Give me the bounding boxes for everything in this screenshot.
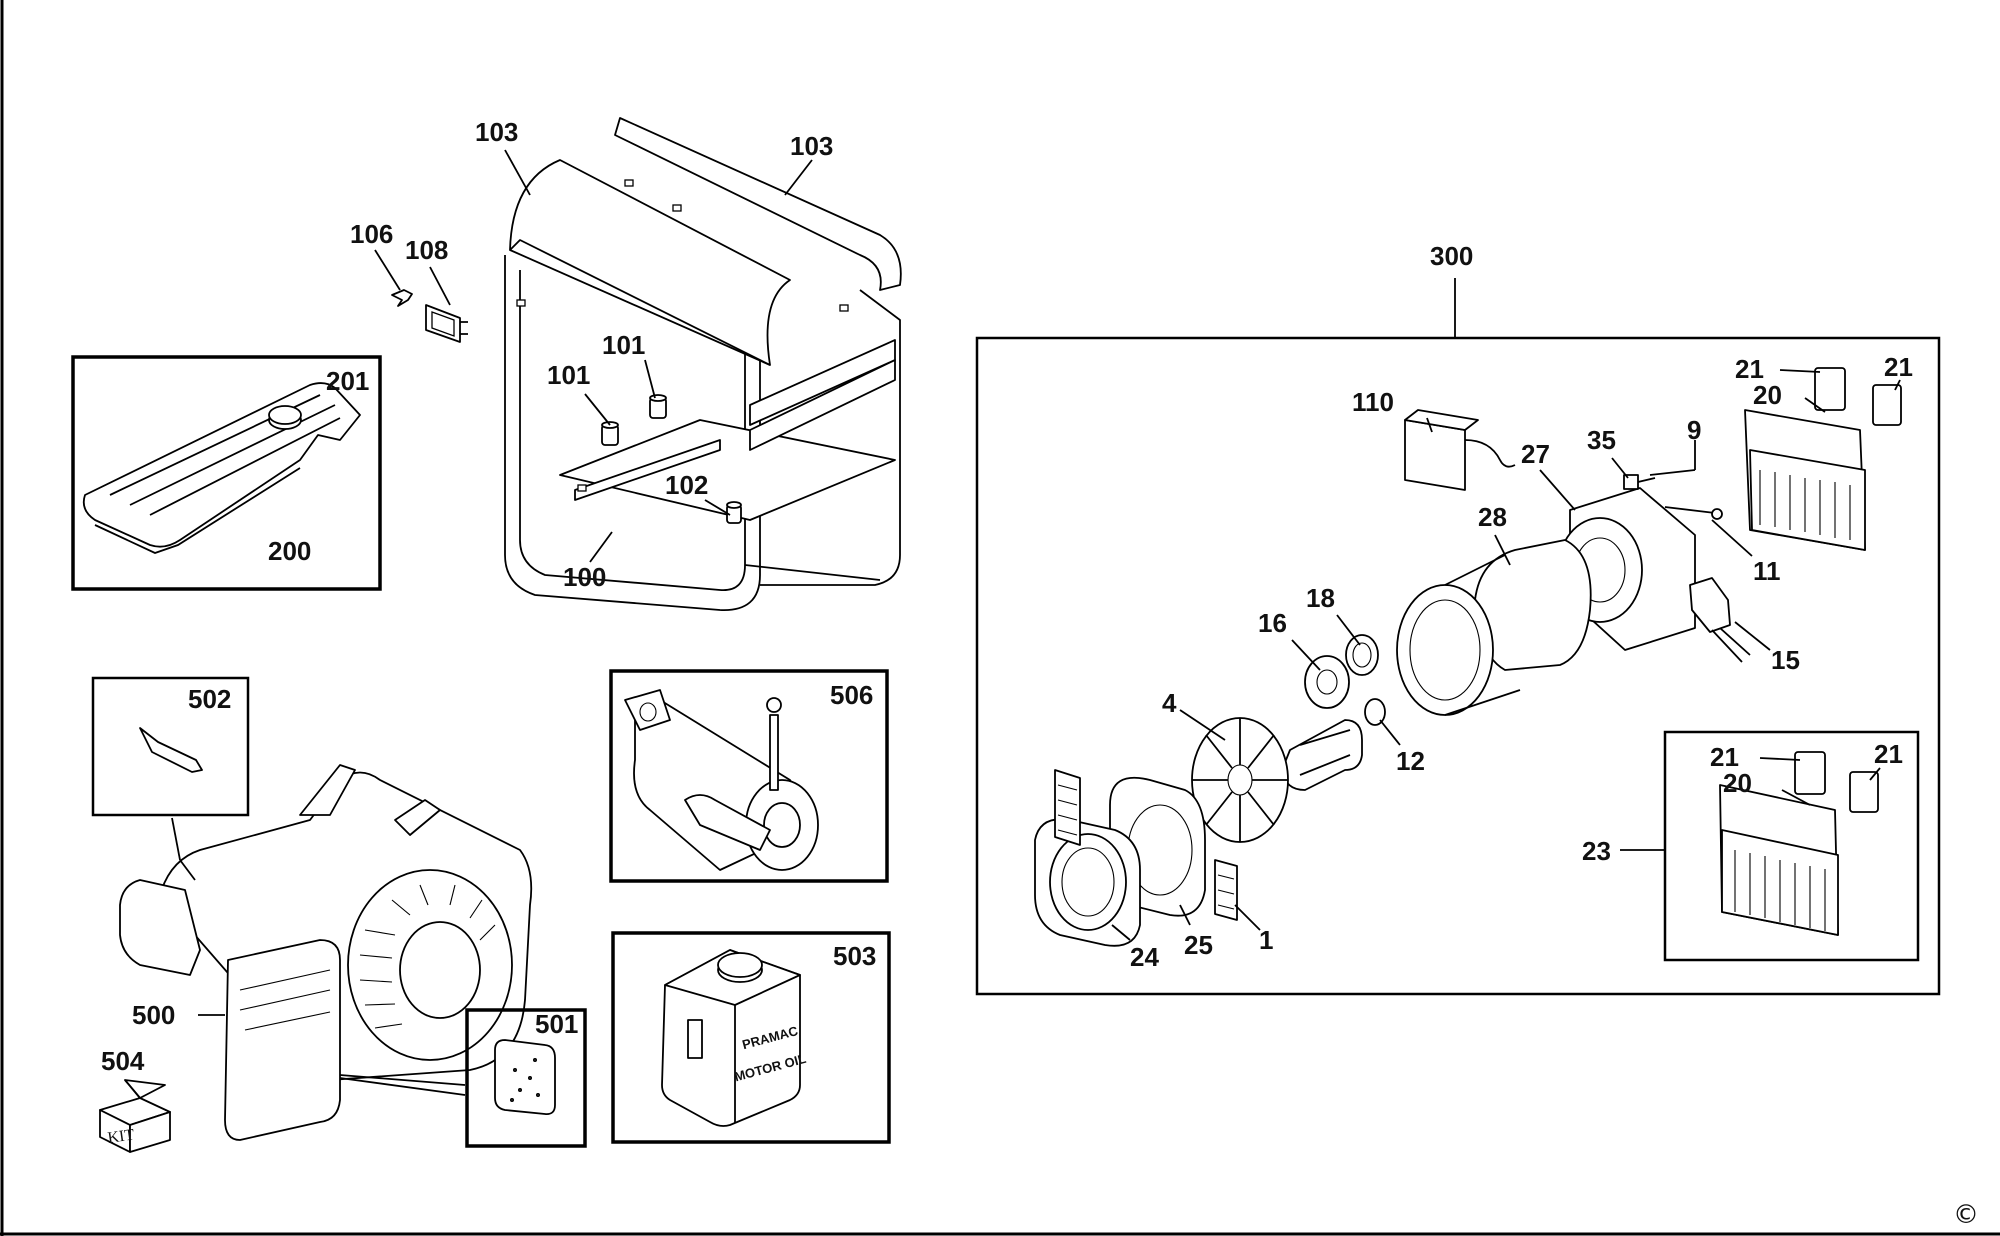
copyright-mark: © [1953, 1200, 1979, 1230]
switch-parts [391, 289, 468, 343]
control-panel-top [1744, 367, 1902, 551]
label-200: 200 [268, 536, 311, 566]
label-103-right: 103 [790, 131, 833, 161]
label-101-left: 101 [547, 360, 590, 390]
air-filter-panel [465, 1008, 587, 1148]
kit-box: KIT [99, 1079, 171, 1153]
label-108: 108 [405, 235, 448, 265]
spark-plug-panel [91, 676, 250, 817]
fuel-tank-panel [71, 355, 382, 591]
label-25: 25 [1184, 930, 1213, 960]
label-9: 9 [1687, 415, 1701, 445]
label-100: 100 [563, 562, 606, 592]
oil-can-panel: PRAMAC MOTOR OIL [611, 931, 891, 1144]
label-20-bottom: 20 [1723, 768, 1752, 798]
frame-assembly [504, 117, 902, 611]
label-11: 11 [1753, 556, 1781, 586]
label-106: 106 [350, 219, 393, 249]
label-21-top-right: 21 [1884, 352, 1913, 382]
label-503: 503 [833, 941, 876, 971]
label-300: 300 [1430, 241, 1473, 271]
label-20-top: 20 [1753, 380, 1782, 410]
label-500: 500 [132, 1000, 175, 1030]
label-28: 28 [1478, 502, 1507, 532]
label-24: 24 [1130, 942, 1159, 972]
label-101-right: 101 [602, 330, 645, 360]
label-23: 23 [1582, 836, 1611, 866]
label-16: 16 [1258, 608, 1287, 638]
frame-leaders [374, 149, 813, 563]
label-502: 502 [188, 684, 231, 714]
label-21-bottom-left: 21 [1710, 742, 1739, 772]
label-501: 501 [535, 1009, 578, 1039]
label-18: 18 [1306, 583, 1335, 613]
label-15: 15 [1771, 645, 1800, 675]
label-506: 506 [830, 680, 873, 710]
label-201: 201 [326, 366, 369, 396]
label-102: 102 [665, 470, 708, 500]
engine-assembly [119, 727, 533, 1141]
label-504: 504 [101, 1046, 145, 1076]
label-21-bottom-right: 21 [1874, 739, 1903, 769]
muffler-panel [609, 669, 889, 883]
label-4: 4 [1162, 688, 1177, 718]
label-103-left: 103 [475, 117, 518, 147]
control-panel-bottom [1719, 751, 1879, 936]
label-21-top-left: 21 [1735, 354, 1764, 384]
fan-part [1191, 717, 1289, 843]
kit-label: KIT [107, 1126, 136, 1147]
alternator-panel [975, 278, 1941, 996]
label-12: 12 [1396, 746, 1425, 776]
label-110: 110 [1352, 387, 1394, 417]
part-labels: 103 103 106 108 201 200 101 101 102 100 … [101, 117, 1979, 1230]
label-35: 35 [1587, 425, 1616, 455]
label-1: 1 [1259, 925, 1273, 955]
label-27: 27 [1521, 439, 1550, 469]
